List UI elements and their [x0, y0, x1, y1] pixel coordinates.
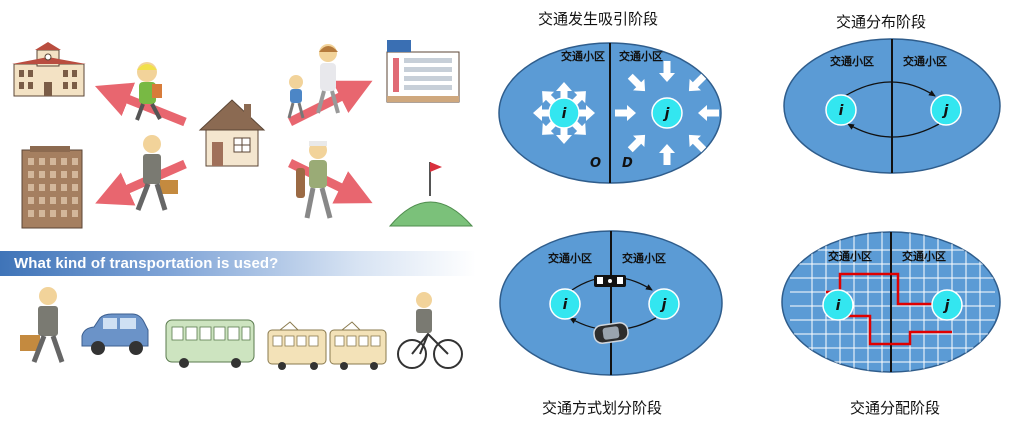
mode-split-node-i-label: i [563, 297, 568, 313]
assignment-node-j [931, 289, 963, 321]
generation-node-j-label: j [663, 106, 670, 122]
distribution-node-i [825, 94, 857, 126]
golf-course-icon [388, 162, 474, 227]
assignment-zone-left-label: 交通小区 [828, 249, 872, 263]
shopping-store-icon [386, 40, 460, 103]
mode-split-zone-left-label: 交通小区 [548, 251, 592, 265]
distribution-node-j [930, 94, 962, 126]
mode-split-stage-diagram: 交通小区 交通小区 i j [499, 230, 723, 376]
house-icon [198, 99, 266, 167]
transportation-question-banner: What kind of transportation is used? [0, 251, 476, 276]
assigned-route-lower [840, 314, 952, 346]
distribution-flow-i-to-j [844, 81, 936, 97]
mode-split-node-i [549, 288, 581, 320]
walking-icon [20, 287, 65, 363]
mode-split-zone-right-label: 交通小区 [622, 251, 666, 265]
generation-node-i [548, 97, 580, 129]
origin-tag: O [590, 156, 601, 171]
school-icon [12, 42, 86, 97]
assignment-node-i-label: i [836, 298, 841, 314]
mode-split-node-j [648, 288, 680, 320]
distribution-stage-diagram: 交通小区 交通小区 i j [783, 38, 1001, 174]
generation-stage-diagram: 交通小区 交通小区 [498, 42, 722, 184]
assignment-stage-title: 交通分配阶段 [850, 399, 941, 417]
destination-tag: D [622, 156, 633, 171]
distribution-node-j-label: j [942, 103, 949, 119]
generation-zone-left-label: 交通小区 [561, 49, 605, 63]
golfer-figure-icon [296, 141, 333, 219]
transportation-question-text: What kind of transportation is used? [14, 255, 279, 272]
assignment-stage-diagram: 交通小区 交通小区 i j [781, 231, 1001, 373]
office-building-icon [21, 146, 83, 229]
train-icon [267, 321, 387, 370]
generation-zone-right-label: 交通小区 [619, 49, 663, 63]
assignment-zone-right-label: 交通小区 [902, 249, 946, 263]
generation-node-j [651, 97, 683, 129]
distribution-zone-right-label: 交通小区 [903, 54, 947, 68]
student-figure-icon [135, 62, 162, 121]
bicycle-icon [397, 292, 463, 369]
assignment-node-j-label: j [943, 298, 950, 314]
mode-split-node-j-label: j [660, 297, 667, 313]
distribution-stage-title: 交通分布阶段 [836, 13, 927, 31]
generation-stage-title: 交通发生吸引阶段 [538, 10, 659, 28]
bus-mode-icon [594, 275, 626, 287]
four-stage-model-panels: 交通发生吸引阶段 交通分布阶段 交通方式划分阶段 交通分配阶段 交通小区 交通小… [490, 0, 1010, 421]
car-icon [81, 313, 149, 355]
car-mode-icon [593, 322, 629, 344]
distribution-zone-left-label: 交通小区 [830, 54, 874, 68]
distribution-flow-j-to-i [847, 123, 940, 138]
family-shopping-figure-icon [287, 44, 340, 119]
trip-purpose-illustration: What kind of transportation is used? [0, 0, 480, 421]
mode-split-stage-title: 交通方式划分阶段 [542, 399, 663, 417]
distribution-node-i-label: i [839, 103, 844, 119]
generation-node-i-label: i [562, 106, 567, 122]
assignment-node-i [822, 289, 854, 321]
businessman-figure-icon [135, 135, 178, 211]
bus-icon [165, 319, 255, 368]
